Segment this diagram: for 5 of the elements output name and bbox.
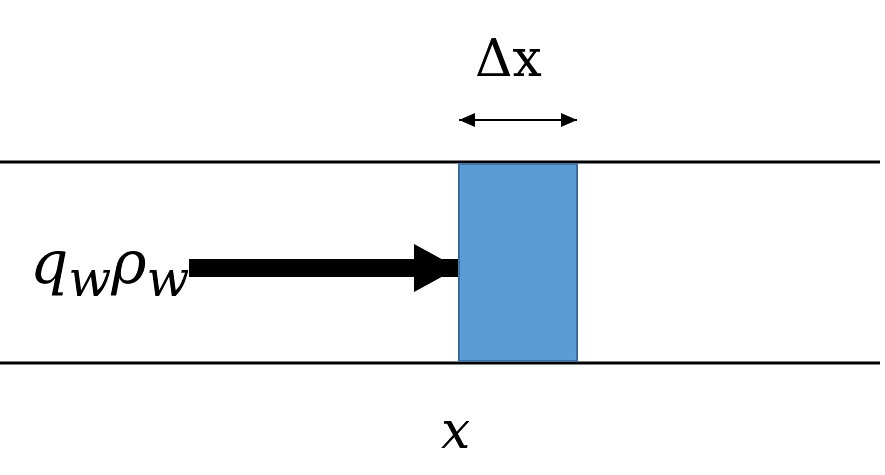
- position-label: x: [441, 405, 470, 457]
- flow-arrow: [189, 244, 458, 292]
- control-volume-block: [458, 163, 578, 362]
- flow-quantity-label: q$_{w}$ρ$_{w}$: [30, 230, 190, 306]
- dimension-label: Δx: [475, 33, 542, 85]
